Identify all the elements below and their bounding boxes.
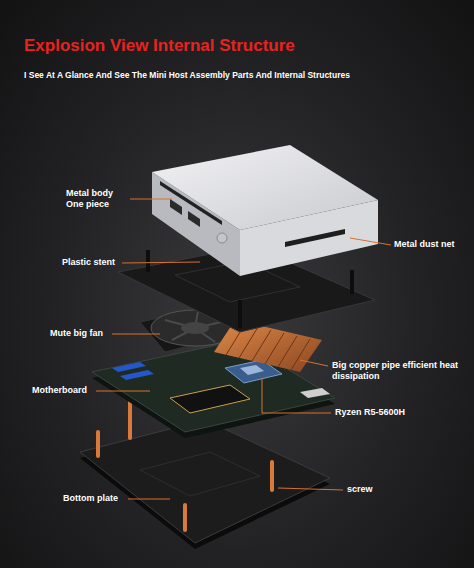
screw-rod xyxy=(96,432,100,456)
connector xyxy=(300,388,330,398)
fan-hub xyxy=(181,322,209,334)
usb-port xyxy=(188,211,200,227)
leader-line xyxy=(96,391,150,392)
leader-line xyxy=(112,334,160,335)
leader-line xyxy=(130,199,172,200)
part-label: Metal body One piece xyxy=(66,188,124,210)
leader-line xyxy=(262,378,331,413)
part-label: Mute big fan xyxy=(50,328,112,339)
leader-line xyxy=(128,499,170,500)
leader-line xyxy=(278,488,343,490)
leader-line xyxy=(350,238,391,245)
power-button xyxy=(217,233,227,243)
part-label: Big copper pipe efficient heat dissipati… xyxy=(332,360,464,382)
leader-line xyxy=(122,262,200,263)
screw-rod xyxy=(183,505,187,530)
usb-port xyxy=(170,199,182,215)
part-label: Bottom plate xyxy=(63,493,127,504)
part-label: screw xyxy=(347,484,397,495)
usb-port xyxy=(112,362,146,372)
metal-body xyxy=(152,145,378,276)
plate-rib xyxy=(140,452,260,496)
subtitle: I See At A Glance And See The Mini Host … xyxy=(24,70,464,80)
part-label: Plastic stent xyxy=(62,257,122,268)
ssd-module xyxy=(170,385,250,413)
bottom-plate xyxy=(80,420,330,549)
part-label: Metal dust net xyxy=(394,239,470,250)
plate-face xyxy=(80,420,330,543)
dust-net-slot xyxy=(285,229,345,247)
leader-line xyxy=(300,360,328,366)
heatsink xyxy=(214,320,322,372)
screw-rod xyxy=(270,462,274,490)
title: Explosion View Internal Structure xyxy=(24,36,295,56)
leader-lines xyxy=(96,199,391,499)
screw-rod xyxy=(128,400,132,438)
top-face xyxy=(152,145,378,230)
usb-port xyxy=(120,370,154,380)
cpu-die xyxy=(240,365,264,375)
part-label: Motherboard xyxy=(32,385,96,396)
part-label: Ryzen R5-5600H xyxy=(335,407,425,418)
